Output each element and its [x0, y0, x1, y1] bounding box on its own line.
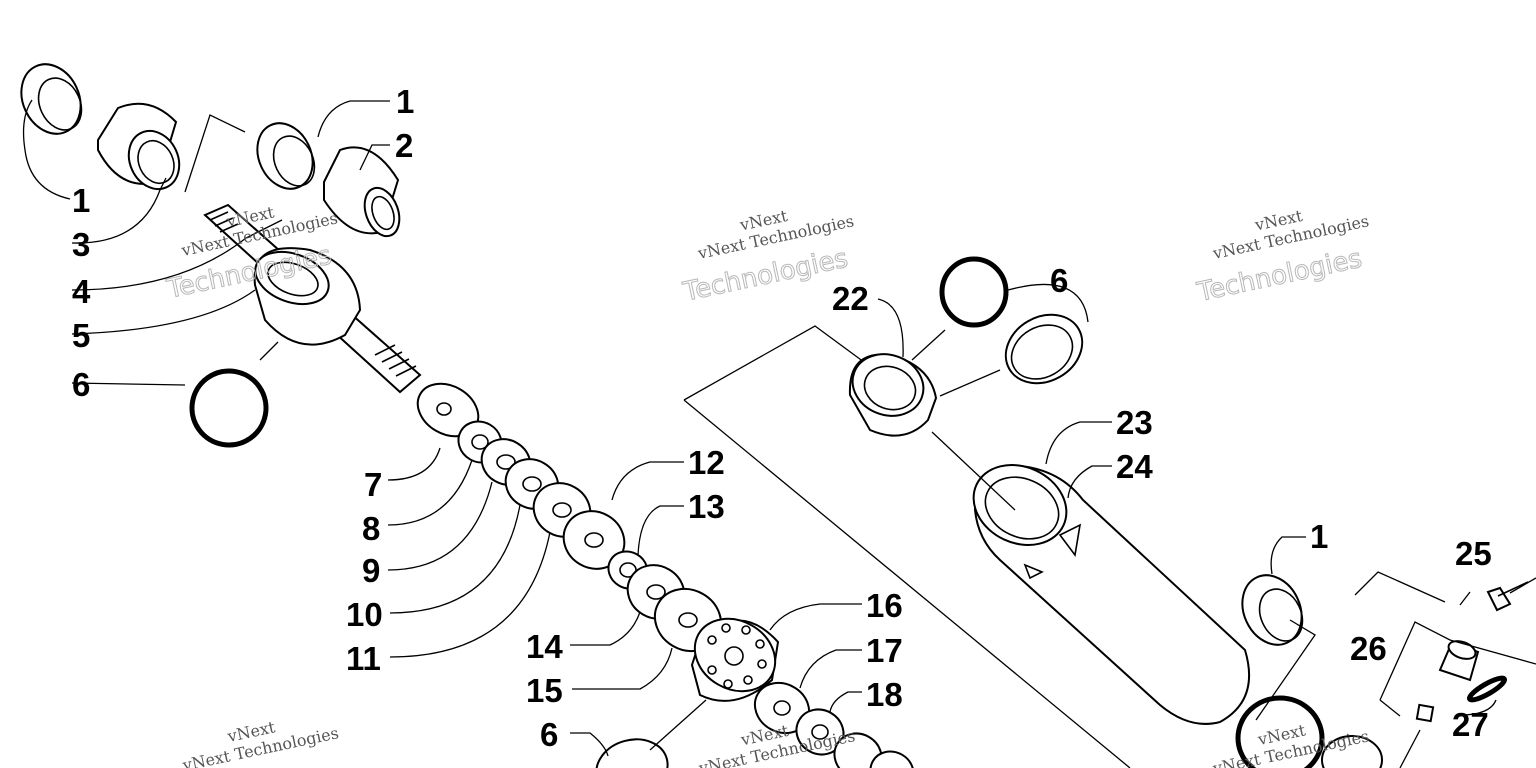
callout-18: 18 [866, 676, 903, 713]
part-27-seal [1467, 675, 1507, 703]
part-6-oring-top [939, 256, 1009, 328]
shim-stack-lower [753, 681, 915, 768]
callout-1-top-center: 1 [396, 83, 414, 120]
callout-1-top-left: 1 [72, 182, 90, 219]
reservoir-guide-lines [683, 325, 1131, 768]
alignment-zigzag [184, 114, 246, 193]
bushing-bottom-right [1321, 735, 1383, 768]
callout-8: 8 [362, 510, 380, 547]
callout-12: 12 [688, 444, 725, 481]
callout-25: 25 [1455, 535, 1492, 572]
callout-27: 27 [1452, 706, 1489, 743]
callout-10: 10 [346, 596, 383, 633]
callout-16: 16 [866, 587, 903, 624]
callout-11: 11 [346, 640, 381, 677]
leader-lines [22, 99, 1497, 757]
watermark-top-right: vNext vNext Technologies Technologies [1194, 206, 1371, 309]
callout-4: 4 [72, 273, 91, 310]
part-22-end-cap [848, 353, 938, 437]
callout-6-top: 6 [1050, 262, 1068, 299]
oring-bottom-right [1235, 695, 1325, 768]
part-23-reservoir [972, 464, 1251, 725]
callout-7: 7 [364, 466, 382, 503]
callout-14: 14 [526, 628, 563, 665]
callout-9: 9 [362, 552, 380, 589]
callout-labels: 1 1 2 3 4 5 6 7 8 9 10 11 12 13 14 15 16… [72, 83, 1492, 753]
callout-1-right: 1 [1310, 518, 1328, 555]
callout-17: 17 [866, 632, 903, 669]
callout-13: 13 [688, 488, 725, 525]
callout-6-bottom: 6 [540, 716, 558, 753]
part-5-piston-body [253, 247, 362, 346]
callout-26: 26 [1350, 630, 1387, 667]
callout-3: 3 [72, 226, 90, 263]
part-6-ring-center [1004, 313, 1084, 385]
group-25-26-bracket [1354, 571, 1536, 768]
callout-22: 22 [832, 280, 869, 317]
callout-6-left: 6 [72, 366, 90, 403]
callout-24: 24 [1116, 448, 1153, 485]
shim-stack [416, 382, 723, 653]
callout-15: 15 [526, 672, 563, 709]
callout-2: 2 [395, 127, 413, 164]
part-1-bushing-right [1241, 574, 1304, 646]
part-2-spacer [323, 146, 401, 238]
callout-5: 5 [72, 317, 90, 354]
part-3-sleeve [97, 102, 181, 191]
part-1-bushing-left [20, 63, 83, 135]
part-16-piston [690, 617, 780, 702]
part-6-ring-bottom [595, 738, 669, 768]
part-1-bushing-center [256, 122, 316, 190]
part-6-oring-left [189, 368, 269, 448]
part-25-screw [1486, 581, 1529, 612]
callout-23: 23 [1116, 404, 1153, 441]
watermark-bottom-left: vNext vNext Technologies [180, 717, 340, 768]
